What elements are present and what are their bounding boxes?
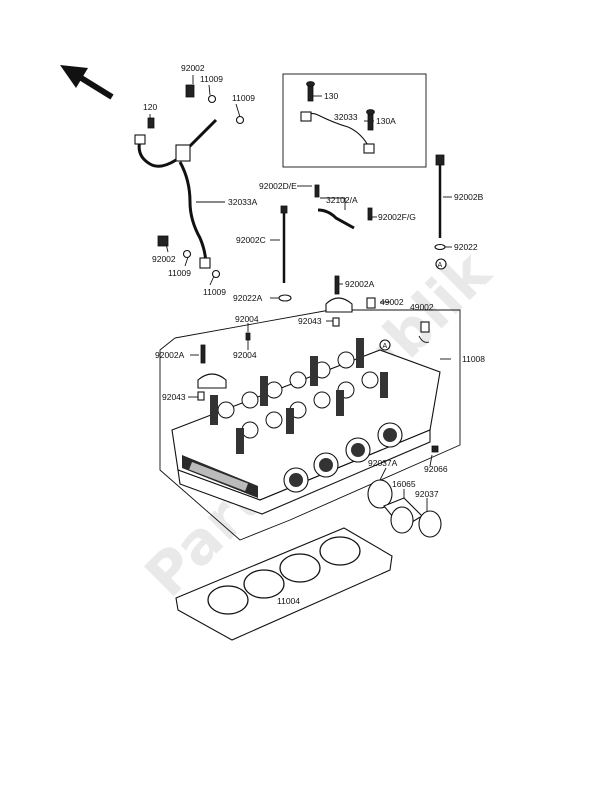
label-120: 120 [143,102,157,112]
label-92004-a: 92004 [235,314,259,324]
head-gasket-11004 [175,527,393,641]
label-32033A: 32033A [228,197,258,207]
cam-cap-left [197,344,227,401]
label-A-right: A [438,262,443,269]
plugs-49002 [366,297,430,343]
label-A-head: A [383,343,388,350]
label-11009-c: 11009 [168,268,191,278]
bolt-92002C [280,205,288,283]
label-49002-a: 49002 [380,297,404,307]
label-49002-b: 49002 [410,302,434,312]
label-92002-top: 92002 [181,63,205,73]
oil-pipe-32102 [314,184,373,230]
label-92037: 92037 [415,489,439,499]
part-labels: 92002 11009 11009 120 32033A 92002 11009… [143,63,485,606]
label-11009-a: 11009 [200,74,223,84]
oil-pipe-32033A [134,84,245,279]
label-92043-right: 92043 [298,316,322,326]
label-130A: 130A [376,116,396,126]
label-92002-mid: 92002 [152,254,176,264]
label-92022A: 92022A [233,293,263,303]
label-92002B: 92002B [454,192,484,202]
plug-92066 [431,445,439,453]
dowels-92004 [245,332,251,341]
label-11009-b: 11009 [232,93,255,103]
label-92043-left: 92043 [162,392,186,402]
label-92002DE: 92002D/E [259,181,297,191]
cam-cap-right [325,275,353,327]
label-92066: 92066 [424,464,448,474]
label-92004-b: 92004 [233,350,257,360]
label-11008: 11008 [462,354,485,364]
head-assembly-outline [159,309,461,541]
cylinder-head-11008 [171,258,447,515]
oil-pipe-32033 [300,81,375,154]
label-130: 130 [324,91,338,101]
washer-92022A [278,294,292,302]
label-32102A: 32102/A [326,195,358,205]
label-11009-d: 11009 [203,287,226,297]
label-32033: 32033 [334,112,358,122]
label-11004: 11004 [277,596,300,606]
inset-box [282,73,427,168]
label-92002A-left: 92002A [155,350,185,360]
front-direction-arrow-icon [60,65,114,100]
intake-holder-16065 [367,479,442,538]
label-92022: 92022 [454,242,478,252]
label-92002C: 92002C [236,235,266,245]
label-92002FG: 92002F/G [378,212,416,222]
label-92037A: 92037A [368,458,398,468]
label-16065: 16065 [392,479,416,489]
label-92002A-right: 92002A [345,279,375,289]
